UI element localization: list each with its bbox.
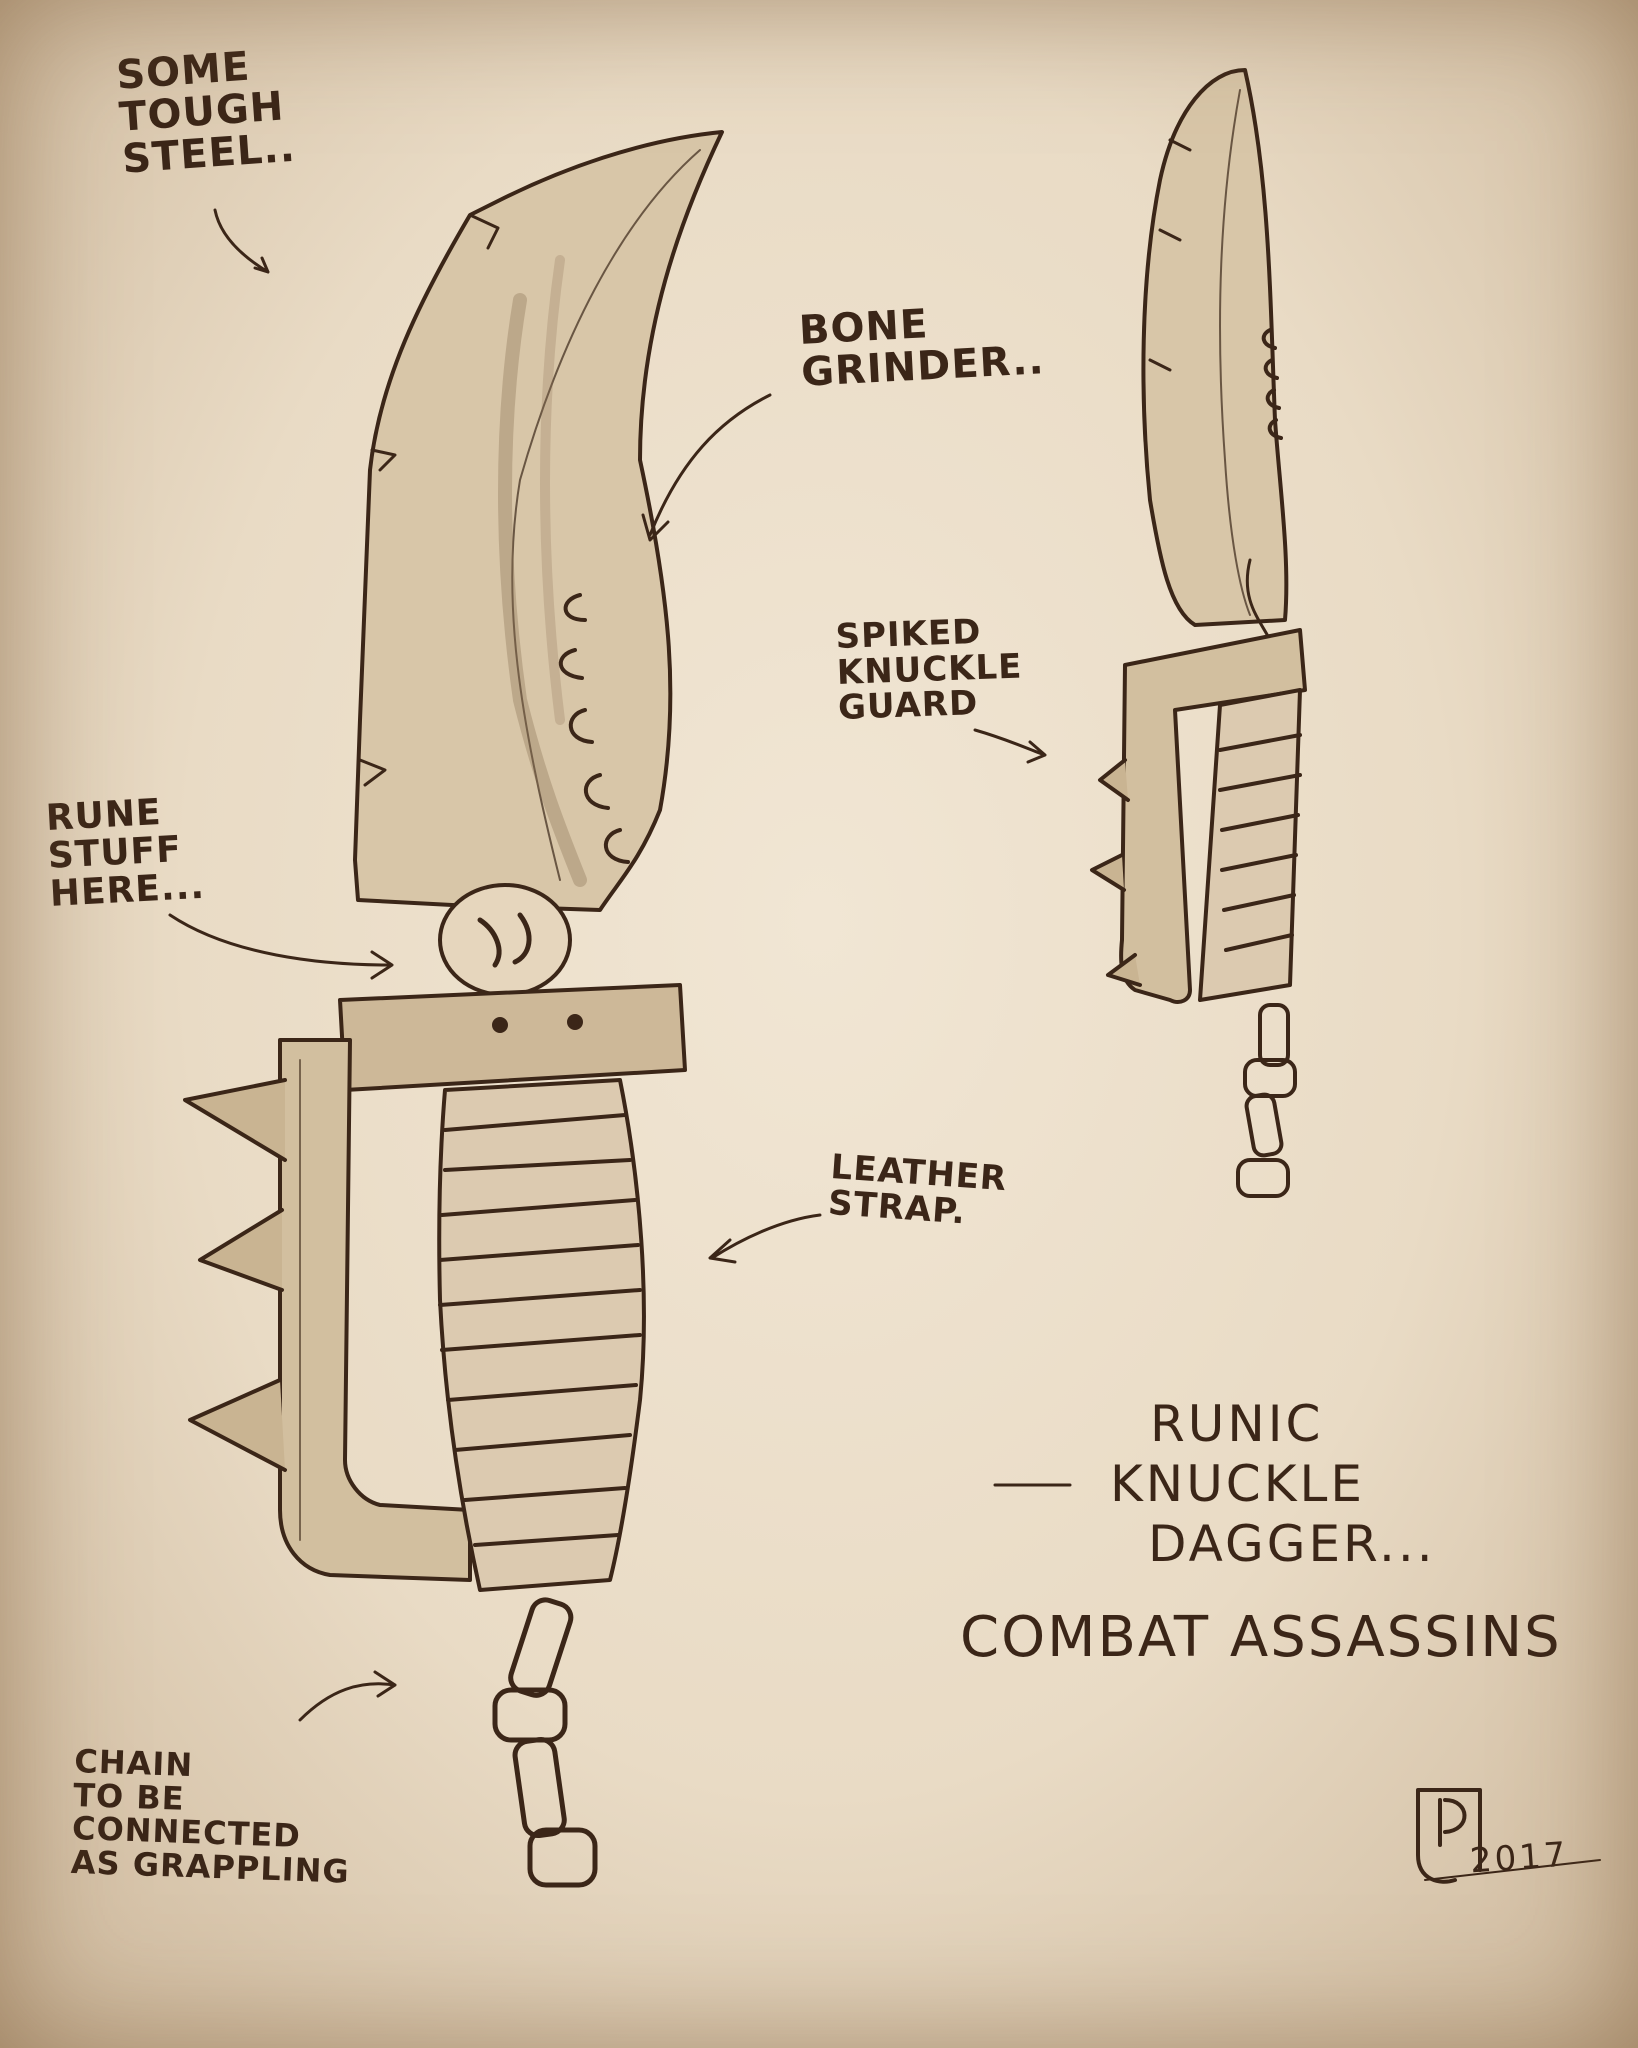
note-rune-stuff: RUNE STUFF HERE...	[44, 791, 206, 915]
arrow-spiked-guard	[973, 728, 1047, 764]
small-spike	[1106, 953, 1142, 987]
large-chain	[492, 1597, 598, 1888]
large-blade	[353, 130, 724, 912]
rune-pommel	[438, 883, 572, 997]
leather-grip	[437, 1078, 646, 1592]
arrow-leather-strap	[708, 1213, 822, 1264]
callout-arrows	[168, 208, 1072, 1722]
note-chain: CHAIN TO BE CONNECTED AS GRAPPLING	[70, 1742, 351, 1891]
arrow-rune	[168, 913, 394, 980]
small-dagger	[1090, 68, 1307, 1198]
note-spiked-guard: SPIKED KNUCKLE GUARD	[834, 611, 1024, 729]
note-leather-strap: LEATHER STRAP.	[826, 1147, 1009, 1233]
small-spike	[1098, 758, 1130, 802]
large-crossbar	[338, 983, 687, 1092]
title-line-3: DAGGER...	[1148, 1515, 1436, 1573]
guard-spike	[198, 1208, 284, 1292]
guard-spike	[183, 1078, 287, 1162]
note-bone-grinder: BONE GRINDER..	[797, 301, 1046, 396]
note-tough-steel: SOME TOUGH STEEL..	[114, 43, 298, 183]
title-subtitle: COMBAT ASSASSINS	[960, 1605, 1562, 1670]
arrow-bone-grinder	[641, 393, 772, 542]
signature-year: 2017	[1468, 1834, 1570, 1882]
arrow-tough-steel	[213, 208, 270, 274]
small-spike	[1090, 853, 1126, 892]
small-blade	[1141, 68, 1289, 627]
arrow-chain	[298, 1670, 397, 1722]
small-knuckle-guard	[1119, 628, 1307, 1004]
title-line-1: RUNIC	[1150, 1395, 1324, 1453]
artist-signature	[1416, 1788, 1601, 1884]
guard-spike	[188, 1378, 287, 1472]
small-chain	[1236, 1003, 1297, 1198]
title-line-2: KNUCKLE	[1110, 1455, 1365, 1513]
large-dagger	[183, 130, 724, 1888]
